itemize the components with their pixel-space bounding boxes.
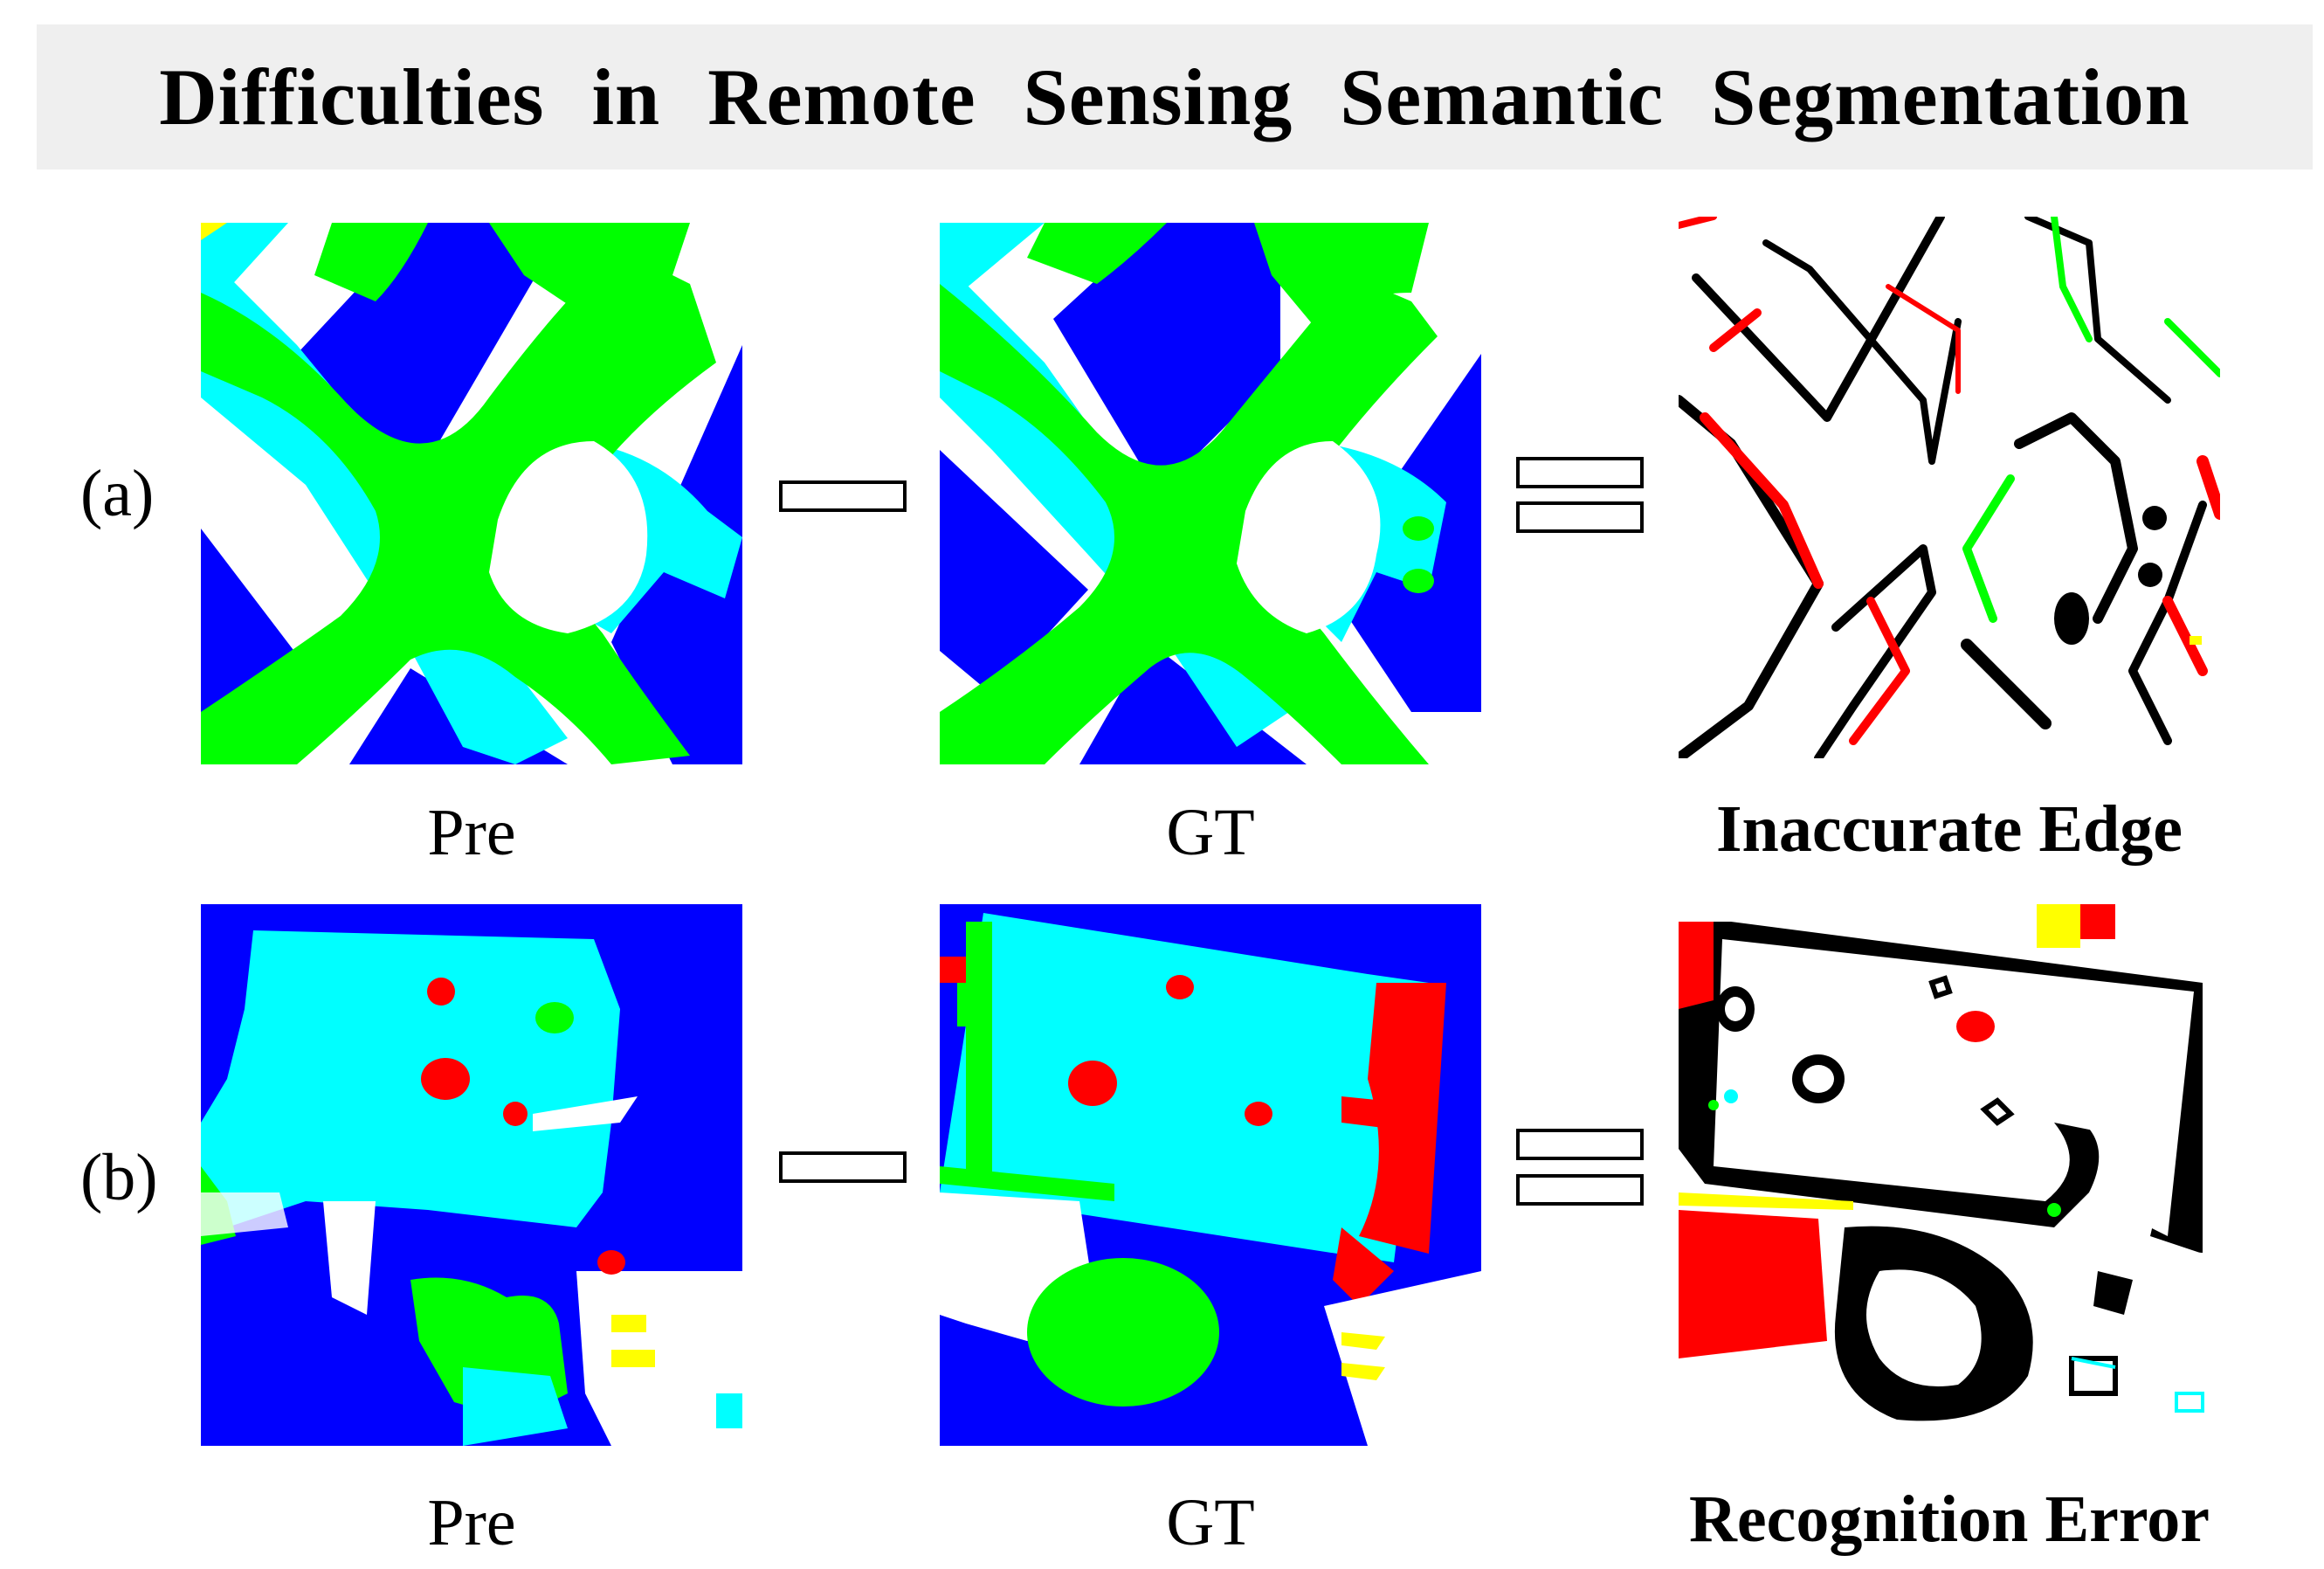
equals-sign-top-bar [1516,457,1644,488]
row-a-error-map-image [1679,217,2220,758]
row-b-gt-image [940,904,1481,1446]
row-a-pre-image [201,223,742,764]
row-b-pre-image [201,904,742,1446]
equals-sign-top-bar [1516,1129,1644,1160]
row-label-a: (a) [80,457,155,530]
row-b-result-caption: Recognition Error [1689,1483,2210,1556]
row-b-gt-caption: GT [1166,1486,1255,1559]
row-a-result-caption: Inaccurate Edge [1715,792,2183,866]
row-b-pre-caption: Pre [427,1486,516,1559]
row-a-pre-caption: Pre [427,796,516,869]
row-a-gt-image [940,223,1481,764]
figure-title: Difficulties in Remote Sensing Semantic … [159,52,2190,142]
row-label-b: (b) [80,1141,158,1214]
minus-sign [779,480,907,512]
equals-sign-bottom-bar [1516,1174,1644,1206]
title-banner: Difficulties in Remote Sensing Semantic … [37,24,2313,169]
row-a-gt-caption: GT [1166,796,1255,869]
equals-sign-bottom-bar [1516,501,1644,533]
row-b-error-map-image [1679,904,2220,1446]
minus-sign [779,1151,907,1183]
